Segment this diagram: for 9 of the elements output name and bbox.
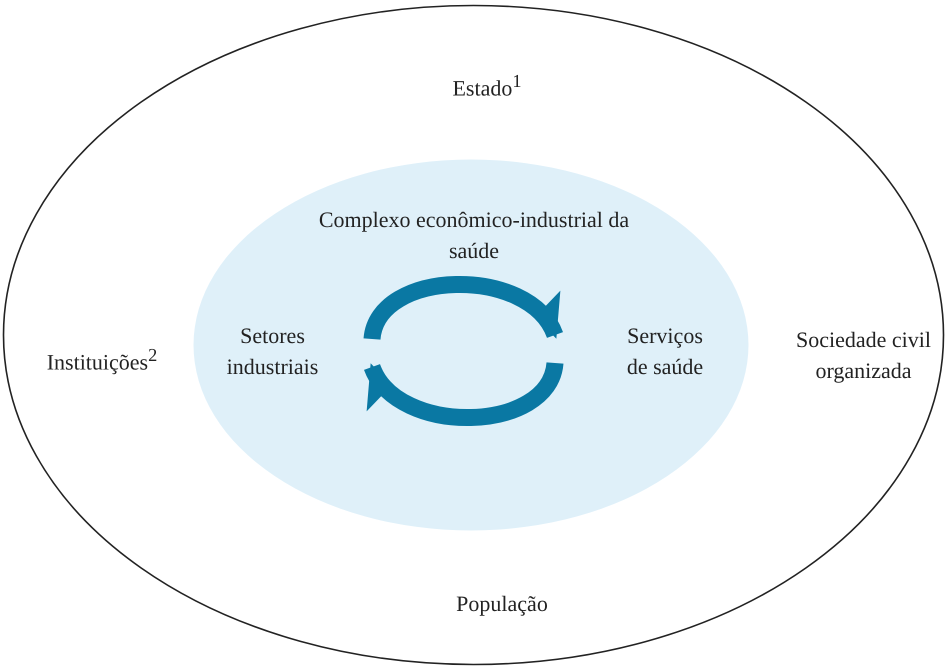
heading: Complexo econômico-industrial da saúde <box>318 206 630 265</box>
region-label: Estado$^{1}$ <box>451 70 523 102</box>
region-label: Instituições$^{2}$ <box>46 344 158 376</box>
region-label: Sociedade civil organizada <box>794 326 932 385</box>
sector-label: Setores industriais <box>226 322 320 381</box>
cycle-arrow <box>364 276 562 342</box>
cycle-arrow <box>364 360 564 426</box>
sector-label: Serviços de saúde <box>626 322 704 381</box>
region-label: População <box>455 590 549 618</box>
